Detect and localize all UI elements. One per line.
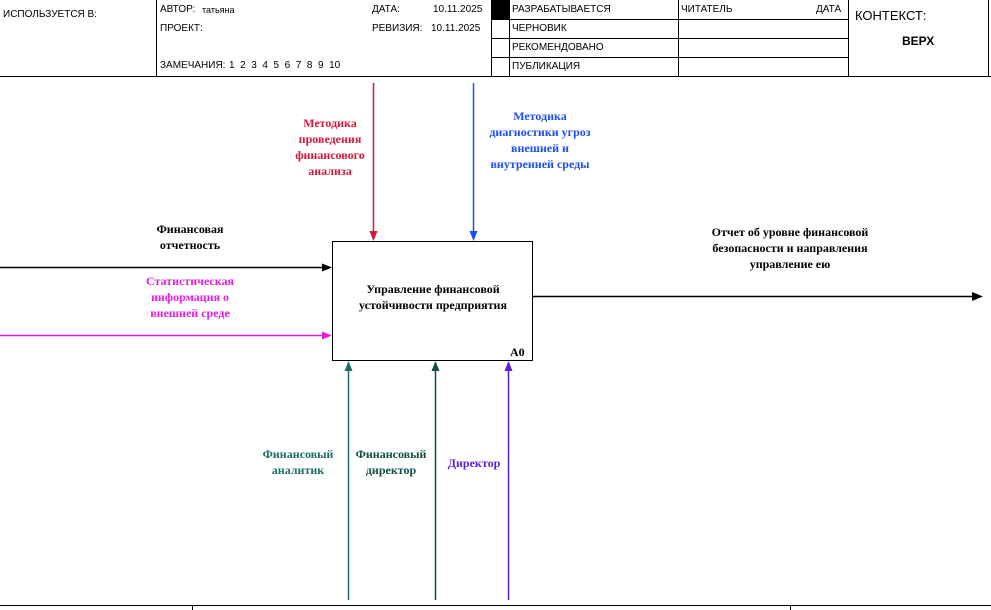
input-label-line: Статистическая [146,274,234,288]
input-label-line: внешней среде [150,306,230,320]
status-draft[interactable]: ЧЕРНОВИК [512,23,567,34]
mechanism-label-line: Финансовый [262,447,334,461]
notes-label: ЗАМЕЧАНИЯ: [160,60,226,71]
reader-label: ЧИТАТЕЛЬ [681,4,733,15]
notes-numbers: 1 2 3 4 5 6 7 8 9 10 [229,60,341,71]
control-label-line: внутренней среды [490,157,590,171]
date-value: 10.11.2025 [433,4,483,15]
reader-date-label: ДАТА [816,4,842,15]
control-label-line: Методика [513,109,567,123]
control-label-line: Методика [303,116,357,130]
date-label: ДАТА: [372,4,400,15]
status-publication[interactable]: ПУБЛИКАЦИЯ [512,61,581,72]
activity-title-line-2: устойчивости предприятия [359,298,507,312]
input-label-line: отчетность [159,238,221,252]
header-frame [0,0,991,77]
bottom-frame [0,605,991,610]
mechanism-arrow-financial-director[interactable] [431,361,440,600]
control-arrow-financial-analysis-method[interactable] [369,83,378,241]
input-label-line: информация о [150,290,230,304]
context-value: ВЕРХ [902,34,935,48]
activity-box[interactable] [332,241,533,361]
author-label: АВТОР: [160,4,196,15]
control-label-threat-diagnostics-method: Методика диагностики угроз внешней и вну… [470,108,610,172]
revision-value: 10.11.2025 [431,23,481,34]
context-label: КОНТЕКСТ: [855,8,927,23]
mechanism-label-line: Финансовый [355,447,427,461]
active-status-marker [492,0,509,19]
control-label-line: анализа [308,164,352,178]
control-arrow-threat-diagnostics-method[interactable] [469,83,478,241]
activity-title: Управление финансовой устойчивости предп… [333,281,533,313]
mechanism-label-line: аналитик [271,463,325,477]
input-label-line: Финансовая [156,222,224,236]
mechanism-label-financial-analyst: Финансовый аналитик [248,446,348,478]
status-working[interactable]: РАЗРАБАТЫВАЕТСЯ [512,4,611,15]
output-arrow-security-report[interactable] [533,292,983,301]
input-arrow-financial-statements[interactable] [0,263,332,272]
mechanism-label-director: Директор [438,455,510,471]
control-label-line: внешней и [511,141,569,155]
control-label-line: финансового [295,148,365,162]
activity-node-id: А0 [510,345,525,359]
activity-title-line-1: Управление финансовой [366,282,500,296]
control-label-line: диагностики угроз [489,125,591,139]
input-label-statistical-info: Статистическая информация о внешней сред… [105,273,275,321]
output-label-line: безопасности и направления [712,241,868,255]
revision-label: РЕВИЗИЯ: [372,23,423,34]
author-value: татьяна [202,5,235,15]
mechanism-arrow-director[interactable] [504,361,513,600]
project-label: ПРОЕКТ: [160,23,203,34]
mechanism-arrow-financial-analyst[interactable] [344,361,353,600]
input-label-financial-statements: Финансовая отчетность [120,221,260,253]
control-label-financial-analysis-method: Методика проведения финансового анализа [265,115,395,179]
input-arrow-statistical-info[interactable] [0,331,332,340]
mechanism-label-line: Директор [447,456,501,470]
mechanism-label-line: директор [365,463,417,477]
control-label-line: проведения [298,132,362,146]
mechanism-label-financial-director: Финансовый директор [345,446,437,478]
output-label-line: Отчет об уровне финансовой [711,225,869,239]
output-label-security-report: Отчет об уровне финансовой безопасности … [680,224,900,272]
output-label-line: управление ею [749,257,831,271]
used-in-label: ИСПОЛЬЗУЕТСЯ В: [3,9,98,20]
status-recommended[interactable]: РЕКОМЕНДОВАНО [512,42,604,53]
